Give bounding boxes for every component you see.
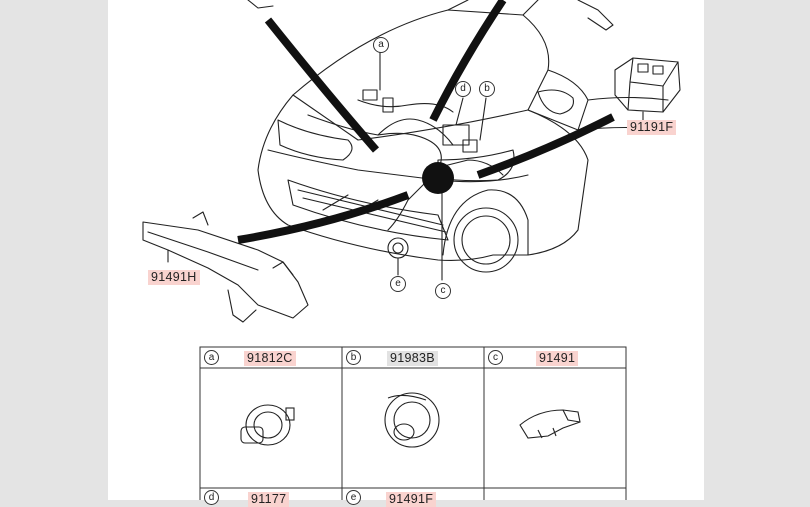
diagram-sheet: a b c d e 91191F 91491H a 91812C b 91983…	[108, 0, 704, 507]
front-wheel	[453, 207, 519, 273]
pointer-band-top-left	[264, 17, 380, 153]
headlight-left	[277, 119, 353, 161]
part-a-grommet	[240, 404, 295, 446]
callout-b: b	[479, 81, 495, 97]
wiring-harness	[307, 114, 442, 201]
fuse-box	[614, 57, 681, 113]
callout-a: a	[373, 37, 389, 53]
label-front-harness: 91491H	[148, 270, 200, 285]
table-callout-a: a	[204, 350, 219, 365]
pointer-band-top-right	[429, 0, 507, 122]
vehicle-wiring-diagram	[142, 0, 681, 500]
fog-lamp	[387, 237, 409, 259]
label-fuse-box: 91191F	[627, 120, 677, 135]
pointer-band-fuse-box	[476, 113, 615, 179]
side-mirror	[537, 89, 575, 115]
harness-junction	[422, 162, 454, 194]
table-part-number-c: 91491	[536, 351, 579, 366]
table-callout-d: d	[204, 490, 219, 505]
connector-a	[362, 89, 378, 101]
callout-d: d	[455, 81, 471, 97]
parts-table-grid	[199, 346, 627, 500]
table-part-number-b: 91983B	[387, 351, 438, 366]
table-callout-b: b	[346, 350, 361, 365]
callout-e: e	[390, 276, 406, 292]
headlight-right	[437, 149, 515, 182]
callout-c: c	[435, 283, 451, 299]
table-part-number-a: 91812C	[244, 351, 296, 366]
part-b-grommet	[384, 392, 440, 448]
part-drawings	[240, 392, 581, 448]
hood-outline	[292, 9, 550, 141]
component-d	[442, 124, 470, 146]
table-callout-e: e	[346, 490, 361, 505]
pointer-band-carrier	[237, 191, 410, 244]
table-callout-c: c	[488, 350, 503, 365]
part-c-clip	[519, 409, 581, 439]
